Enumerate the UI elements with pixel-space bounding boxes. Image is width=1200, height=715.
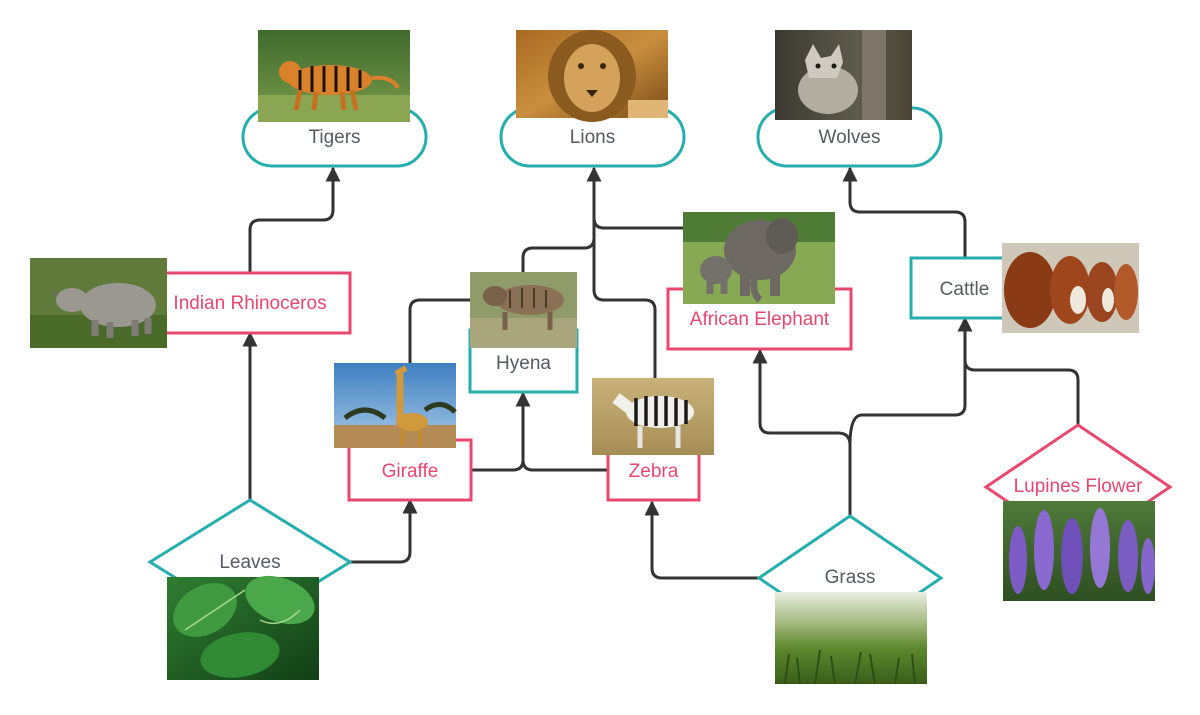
lion-photo — [516, 30, 668, 122]
edge-zebra-lions — [592, 200, 657, 378]
edge-grass-cattle — [848, 316, 973, 446]
indian-rhinoceros-shape — [148, 271, 352, 335]
grass-photo — [775, 592, 927, 685]
edge-cattle-wolves — [842, 166, 967, 258]
node-giraffe — [334, 363, 473, 502]
edge-leaves-giraffe — [348, 498, 418, 564]
node-cattle — [909, 243, 1139, 333]
edge-grass-elephant — [752, 348, 852, 516]
elephant-photo — [683, 212, 835, 304]
lupines-photo — [1003, 501, 1155, 601]
node-lions — [499, 30, 686, 168]
node-tigers — [241, 30, 428, 168]
node-leaves — [147, 498, 353, 680]
rhinoceros-photo — [30, 258, 167, 348]
edge-rhinoceros-tigers — [248, 166, 341, 272]
edge-giraffe-lions — [408, 298, 470, 363]
edge-giraffe-hyena — [472, 391, 531, 472]
node-zebra — [592, 378, 714, 502]
edge-zebra-hyena — [521, 459, 607, 472]
connectors — [242, 166, 1080, 580]
node-lupines-flower — [983, 423, 1173, 601]
node-indian-rhinoceros — [30, 258, 352, 348]
edge-lupines-cattle — [963, 359, 1080, 425]
edge-hyena-lions — [521, 166, 602, 272]
leaves-photo — [167, 575, 319, 680]
giraffe-shape — [347, 438, 473, 502]
edge-grass-zebra — [644, 500, 760, 580]
node-grass — [756, 514, 944, 685]
node-hyena — [468, 272, 579, 394]
hyena-photo — [470, 272, 577, 348]
node-wolves — [756, 30, 943, 168]
wolf-photo — [775, 30, 912, 120]
giraffe-photo — [334, 363, 457, 448]
cattle-photo — [1002, 243, 1139, 333]
cattle-shape — [909, 256, 1020, 320]
node-african-elephant — [666, 212, 853, 351]
zebra-photo — [592, 378, 714, 455]
tiger-photo — [258, 30, 410, 122]
edge-elephant-lions — [592, 217, 683, 230]
